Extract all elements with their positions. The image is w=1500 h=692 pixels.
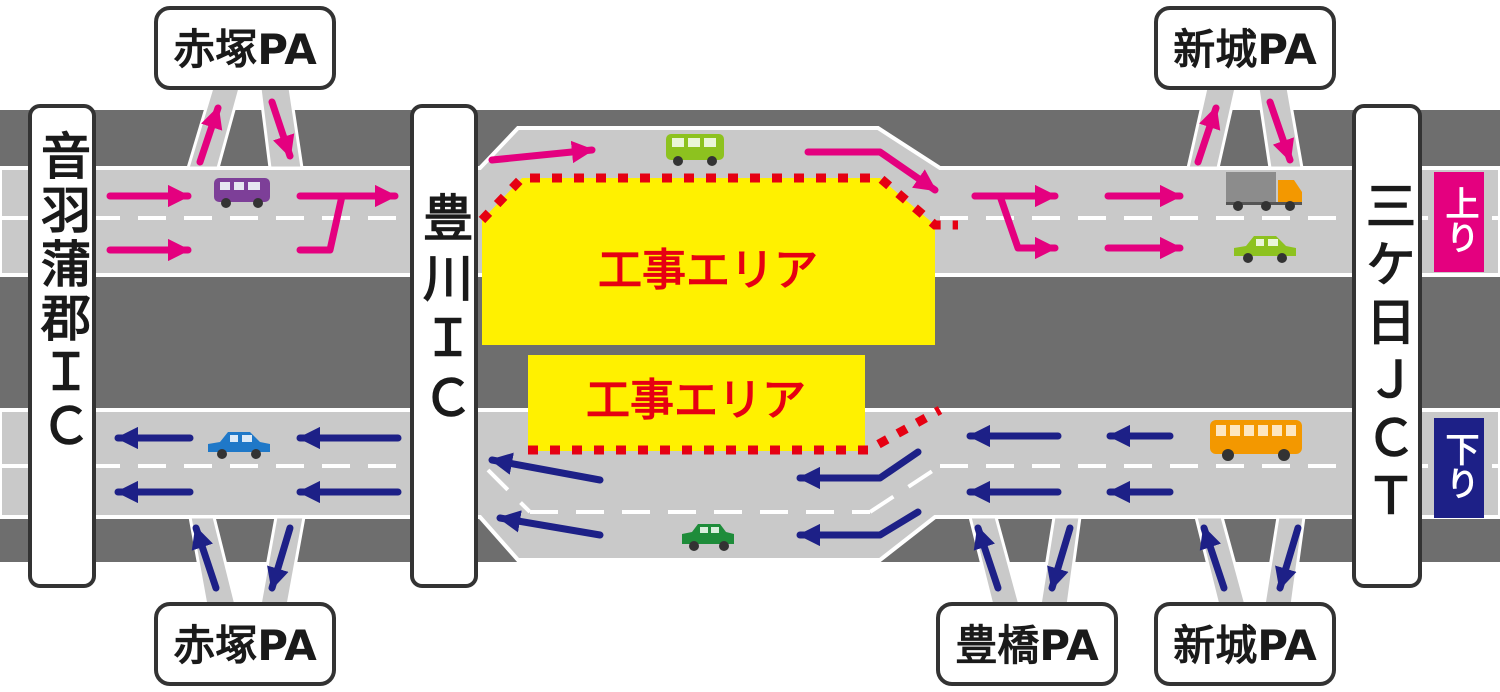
green-car-icon [682,524,734,551]
arrow-shift [796,508,922,547]
arrow-ramp-out [191,524,220,592]
interchange-middle-label: 豊川ＩＣ [415,192,473,432]
pa-box-top-right [1154,6,1336,90]
purple-van-icon [214,178,270,208]
pa-label-bottom-middle: 豊橋PA [955,621,1099,670]
arrow-ramp-down [1266,98,1295,164]
pa-label-bottom-left: 赤塚PA [173,621,317,670]
arrow-ramp-up [1194,104,1221,166]
arrow-left [488,452,604,484]
arrow-right [488,140,596,164]
arrow-ramp-out [1199,524,1228,592]
arrow-merge [296,192,346,254]
outbound-badge [1434,418,1484,518]
green-van-icon [666,134,724,166]
pa-label-top-right: 新城PA [1173,25,1317,74]
interchange-left-label: 音羽蒲郡ＩＣ [33,130,92,454]
bus-icon [1210,420,1302,461]
truck-icon [1226,172,1302,211]
inbound-badge [1434,172,1484,272]
green-car-icon [1234,236,1296,263]
pa-label-top-left: 赤塚PA [173,25,317,74]
pa-label-bottom-right: 新城PA [1173,621,1317,670]
interchange-middle-box [410,104,478,588]
outbound-badge-label: 下り [1439,432,1479,500]
arrow-shift [796,448,922,490]
blue-car-icon [208,432,270,459]
inbound-badge-label: 上り [1439,186,1479,254]
work-area-lower [528,355,865,451]
pa-box-bottom-left [154,602,336,686]
interchange-right-label: 三ケ日ＪＣＴ [1358,180,1416,528]
arrow-left [496,510,604,539]
outbound-arrows [114,424,1302,592]
pa-box-bottom-middle [936,602,1118,686]
work-area-upper-label: 工事エリア [598,245,818,296]
arrow-shift [804,148,939,194]
arrow-ramp-down [268,98,295,160]
work-area-upper [482,178,935,345]
arrow-split [971,192,1059,260]
arrow-ramp-in [1275,524,1302,592]
pa-box-top-left [154,6,336,90]
interchange-right-box [1352,104,1422,588]
arrow-ramp-in [267,524,294,592]
pa-box-bottom-right [1154,602,1336,686]
work-area-lower-label: 工事エリア [586,375,806,426]
interchange-left-box [28,104,96,588]
inbound-arrows [106,98,1295,262]
arrow-ramp-up [196,104,223,166]
arrow-ramp-in [1047,524,1074,592]
barrier-lower [528,406,943,455]
arrow-ramp-out [973,524,1002,592]
